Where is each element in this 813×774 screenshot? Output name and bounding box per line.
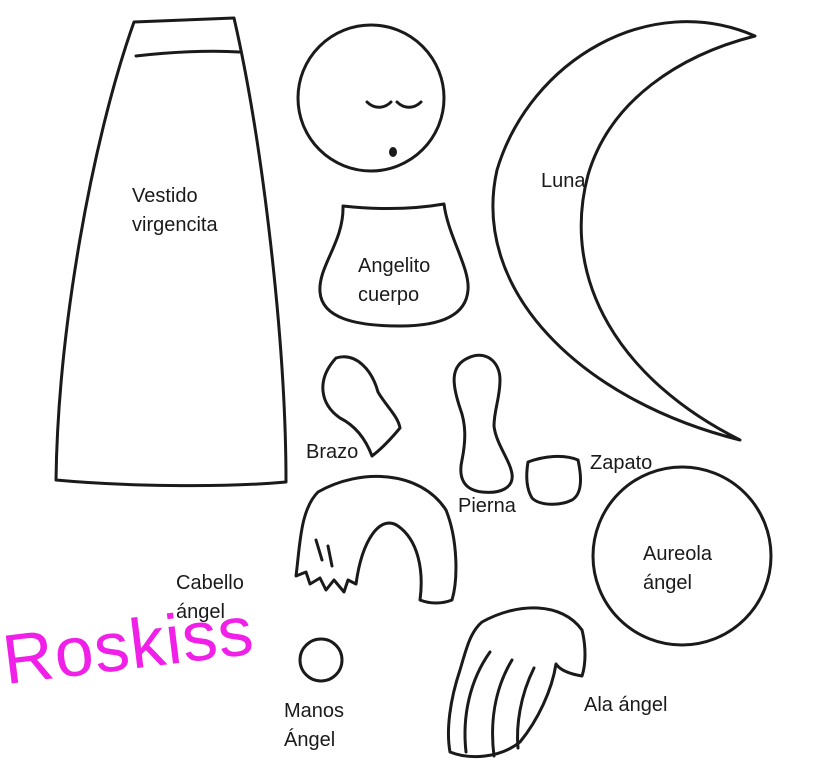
leg-pattern — [452, 353, 514, 494]
label-leg: Pierna — [458, 495, 516, 517]
label-hands-line-1: Manos — [284, 700, 345, 722]
label-dress-line-1: Vestido — [132, 185, 198, 207]
head-pattern — [296, 23, 446, 173]
arm-pattern — [321, 355, 402, 458]
label-angel-body-line-2: cuerpo — [358, 284, 420, 306]
label-hair-line-1: Cabello — [176, 572, 244, 594]
label-halo: Aureola ángel — [643, 540, 712, 598]
moon-pattern — [491, 20, 757, 442]
label-hands: Manos Ángel — [284, 697, 344, 755]
label-wing: Ala ángel — [584, 694, 668, 716]
wing-pattern — [447, 606, 587, 759]
dress-pattern — [54, 16, 288, 488]
label-halo-line-2: ángel — [643, 572, 692, 594]
hair-pattern — [294, 475, 458, 605]
label-halo-line-1: Aureola — [643, 543, 712, 565]
hand-pattern — [298, 637, 344, 683]
label-angel-body: Angelito cuerpo — [358, 252, 430, 310]
label-arm: Brazo — [306, 441, 359, 463]
mouth-mark — [389, 147, 397, 157]
label-dress-line-2: virgencita — [132, 214, 218, 236]
label-hands-line-2: Ángel — [284, 729, 336, 751]
label-shoe: Zapato — [590, 452, 653, 474]
label-hair-line-2: ángel — [176, 601, 225, 623]
label-angel-body-line-1: Angelito — [358, 255, 431, 277]
label-moon: Luna — [541, 170, 586, 192]
halo-pattern — [591, 465, 773, 647]
label-dress: Vestido virgencita — [132, 182, 218, 240]
shoe-pattern — [525, 454, 582, 506]
label-hair: Cabello ángel — [176, 569, 244, 627]
angel-body-pattern — [318, 202, 470, 328]
